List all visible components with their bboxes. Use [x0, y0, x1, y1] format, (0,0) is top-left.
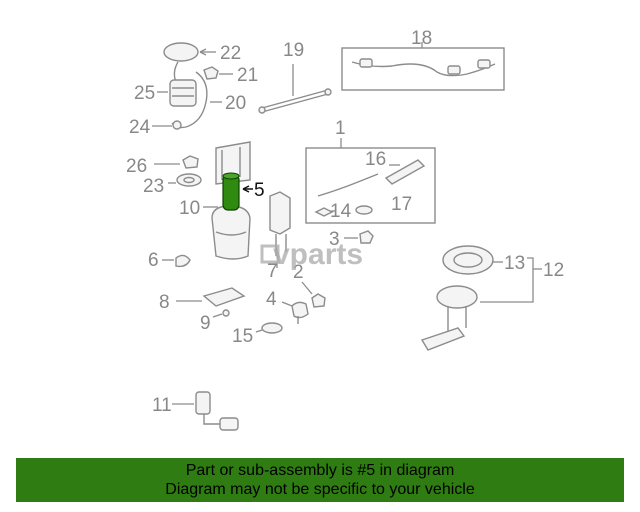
part-25-filter — [157, 61, 197, 107]
part-21-clip — [203, 66, 233, 80]
callout-10: 10 — [179, 198, 200, 219]
callout-20: 20 — [225, 93, 246, 114]
callout-24: 24 — [129, 117, 151, 138]
callout-5: 5 — [254, 180, 265, 201]
banner-line-2: Diagram may not be specific to your vehi… — [165, 481, 475, 498]
callout-4: 4 — [266, 289, 277, 310]
part-13-lock-ring — [442, 245, 503, 275]
part-22-gasket — [163, 42, 216, 62]
part-2-valve — [301, 281, 326, 308]
callout-1: 1 — [335, 118, 346, 139]
part-5-fuel-pump-highlighted — [222, 172, 253, 211]
parts-diagram: 22 21 25 20 24 19 18 — [126, 28, 564, 431]
callout-19: 19 — [283, 40, 304, 61]
callout-26: 26 — [126, 156, 147, 177]
part-11-sensor — [172, 391, 239, 431]
callout-17: 17 — [391, 194, 412, 215]
callout-22: 22 — [220, 43, 241, 64]
part-23-o-ring — [168, 173, 202, 187]
part-6-plug — [162, 254, 191, 268]
part-18-line-assembly — [341, 42, 505, 91]
part-9-screw — [212, 309, 230, 318]
callout-2: 2 — [293, 262, 304, 283]
callout-15: 15 — [232, 326, 253, 347]
callout-25: 25 — [134, 83, 155, 104]
callout-23: 23 — [143, 176, 164, 197]
part-15-seal — [255, 322, 283, 334]
callout-3: 3 — [329, 229, 340, 250]
part-24-clamp — [152, 120, 182, 130]
callout-8: 8 — [159, 292, 170, 313]
part-7-sender — [269, 191, 291, 268]
callout-14: 14 — [330, 201, 352, 222]
watermark-text: vparts — [273, 238, 363, 271]
callout-16: 16 — [365, 149, 386, 170]
callout-6: 6 — [148, 250, 159, 271]
callout-7: 7 — [267, 261, 278, 282]
callout-21: 21 — [237, 65, 258, 86]
part-3-clip — [344, 230, 374, 244]
banner-line-1: Part or sub-assembly is #5 in diagram — [185, 462, 455, 479]
callout-18: 18 — [411, 28, 432, 49]
part-1-assembly-box — [305, 138, 436, 224]
part-8-bracket — [176, 287, 246, 307]
callout-12: 12 — [543, 260, 564, 281]
part-26-seal — [154, 155, 199, 169]
part-19-rod — [258, 64, 332, 114]
part-12-sender-unit — [420, 257, 542, 351]
vparts-watermark-logo: vparts — [260, 238, 363, 271]
callout-11: 11 — [152, 395, 172, 416]
part-4-fitting — [281, 301, 309, 324]
callout-9: 9 — [200, 313, 211, 334]
callout-13: 13 — [504, 253, 525, 274]
info-banner: Part or sub-assembly is #5 in diagram Di… — [16, 458, 624, 502]
